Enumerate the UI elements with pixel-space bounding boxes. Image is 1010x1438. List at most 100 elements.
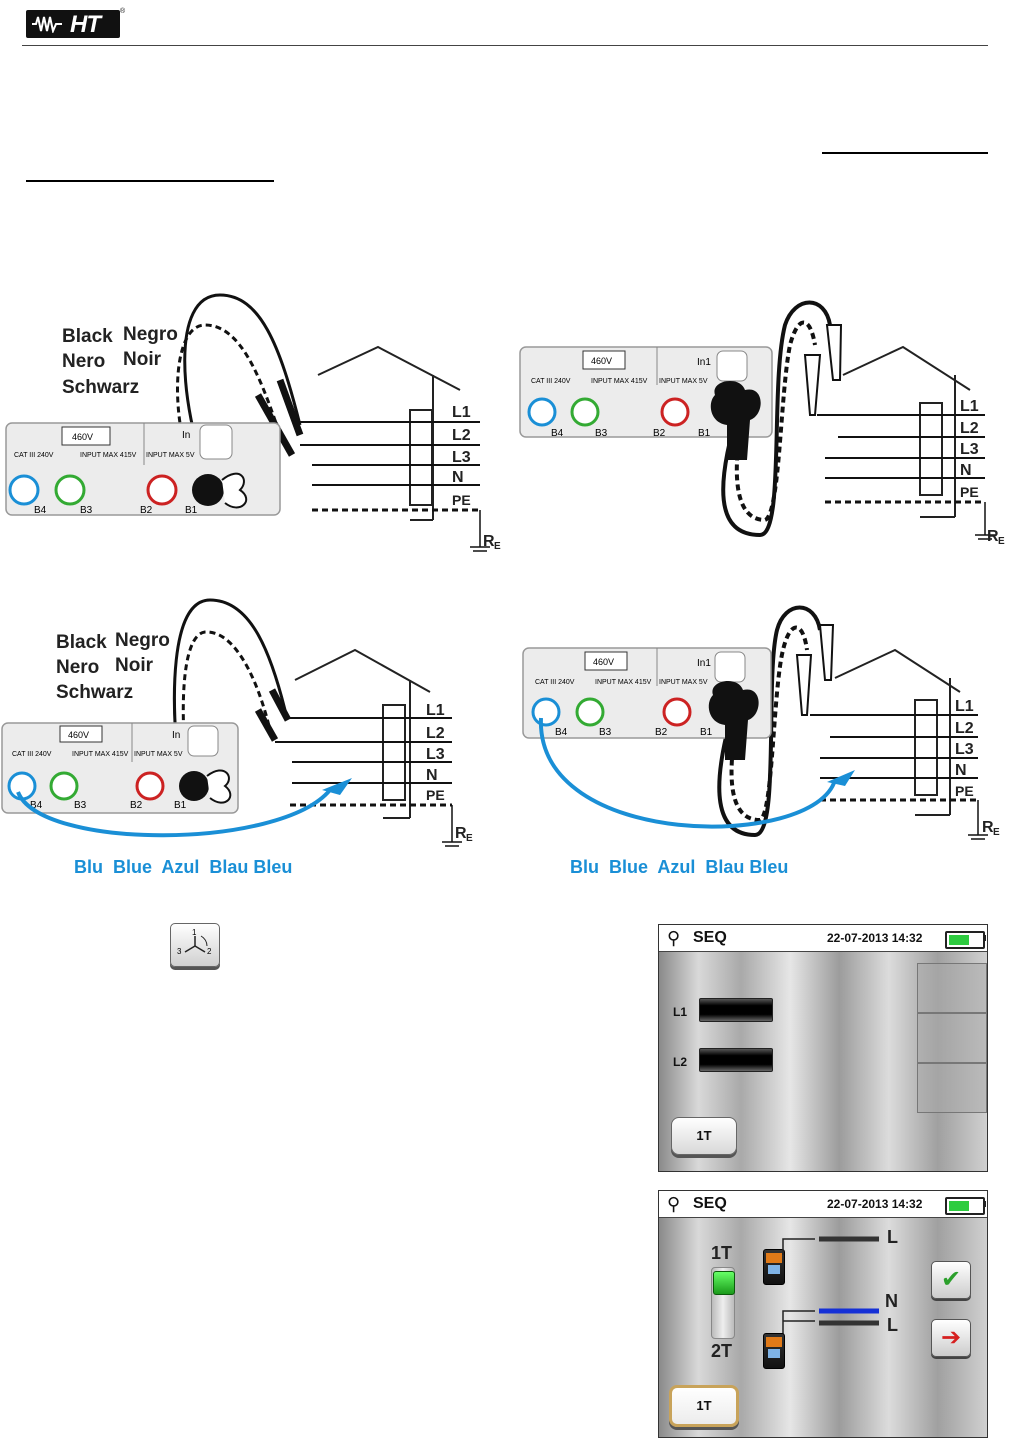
line-l1: L1 <box>452 404 471 421</box>
line-n: N <box>452 469 464 486</box>
l1-indicator <box>699 998 773 1022</box>
logo-text: HT <box>70 11 101 38</box>
datetime: 22-07-2013 14:32 <box>827 1197 923 1211</box>
line-l2: L2 <box>955 720 974 737</box>
panel-in: In1 <box>697 357 711 368</box>
blue-wire-label: Blu Blue Azul Blau Bleu <box>74 857 292 877</box>
seq-screen-1: ⚲ SEQ 22-07-2013 14:32 L1 L2 1T <box>658 924 988 1172</box>
svg-text:1: 1 <box>192 928 197 937</box>
line-n: N <box>960 462 972 479</box>
meter-icon-top <box>763 1249 785 1285</box>
terminal-b4: B4 <box>555 727 568 738</box>
terminal-b3: B3 <box>74 800 87 811</box>
line-l2: L2 <box>426 725 445 742</box>
line-l-top: L <box>887 1227 898 1247</box>
wire-label-black: Black <box>56 632 107 653</box>
line-pe: PE <box>426 787 445 803</box>
line-pe: PE <box>452 492 471 508</box>
l1-label: L1 <box>673 1005 688 1019</box>
exit-button[interactable]: ➔ <box>931 1319 971 1357</box>
screen-title: SEQ <box>693 1195 727 1212</box>
earth-e: E <box>998 536 1005 547</box>
diagram-top-right: L1 L2 L3 N PE R E 460V CAT III 240V INPU… <box>519 300 1005 547</box>
panel-rating: 460V <box>72 432 93 442</box>
wire-label-negro: Negro <box>123 324 178 345</box>
terminal-b3: B3 <box>80 505 93 516</box>
earth-e: E <box>494 541 501 552</box>
seq-tool-icon: ⚲ <box>667 1194 681 1214</box>
panel-in: In <box>182 430 190 441</box>
diagram-bottom-right: L1 L2 L3 N PE R E 460V CAT III 240V INPU… <box>522 605 1000 877</box>
wire-label-schwarz: Schwarz <box>56 682 133 703</box>
exit-icon: ➔ <box>940 1324 962 1351</box>
panel-rating: 460V <box>591 356 612 366</box>
panel-rating: 460V <box>68 730 89 740</box>
side-button-2[interactable] <box>917 1013 987 1063</box>
line-l1: L1 <box>426 702 445 719</box>
panel-spec: CAT III 240V <box>535 679 575 686</box>
phase-sequence-icon: 1 3 2 <box>170 923 220 967</box>
wire-label-nero: Nero <box>56 657 99 678</box>
status-bar: ⚲ SEQ 22-07-2013 14:32 <box>659 925 987 952</box>
line-l1: L1 <box>960 398 979 415</box>
text-underline-2 <box>26 180 274 182</box>
panel-in-spec: INPUT MAX 5V <box>659 679 708 686</box>
line-pe: PE <box>955 783 974 799</box>
terminal-b2: B2 <box>653 428 666 439</box>
battery-tip <box>983 1201 986 1207</box>
mode-2t-label: 2T <box>711 1341 733 1361</box>
panel-input: INPUT MAX 415V <box>595 679 652 686</box>
diagram-bottom-left: L1 L2 L3 N PE R E Black Negro Nero Noir … <box>1 598 473 877</box>
mode-1t-button[interactable]: 1T <box>671 1117 737 1155</box>
text-underline-1 <box>822 152 988 154</box>
battery-icon <box>945 931 985 949</box>
confirm-button[interactable]: ✔ <box>931 1261 971 1299</box>
mode-toggle[interactable] <box>711 1267 735 1339</box>
panel-input: INPUT MAX 415V <box>80 452 137 459</box>
wire-label-noir: Noir <box>123 349 162 370</box>
check-icon: ✔ <box>940 1266 962 1293</box>
terminal-b2: B2 <box>655 727 668 738</box>
terminal-b2: B2 <box>130 800 143 811</box>
panel-spec: CAT III 240V <box>12 751 52 758</box>
svg-text:3: 3 <box>177 947 182 956</box>
line-n: N <box>955 762 967 779</box>
panel-in: In <box>172 730 180 741</box>
line-l2: L2 <box>452 427 471 444</box>
panel-in-spec: INPUT MAX 5V <box>659 378 708 385</box>
terminal-b1: B1 <box>698 428 711 439</box>
line-n: N <box>885 1291 898 1311</box>
screen-title: SEQ <box>693 929 727 946</box>
mode-1t-button[interactable]: 1T <box>669 1385 739 1427</box>
side-button-1[interactable] <box>917 963 987 1013</box>
panel-spec: CAT III 240V <box>14 452 54 459</box>
blue-wire-label: Blu Blue Azul Blau Bleu <box>570 857 788 877</box>
terminal-b4: B4 <box>30 800 43 811</box>
wire-label-negro: Negro <box>115 630 170 651</box>
terminal-b4: B4 <box>551 428 564 439</box>
side-button-3[interactable] <box>917 1063 987 1113</box>
seq-screen-2: ⚲ SEQ 22-07-2013 14:32 1T 2T L N L ✔ ➔ 1… <box>658 1190 988 1438</box>
line-l3: L3 <box>960 441 979 458</box>
panel-in-spec: INPUT MAX 5V <box>146 452 195 459</box>
logo-wave-icon <box>32 16 62 33</box>
line-pe: PE <box>960 484 979 500</box>
earth-r: R <box>455 825 467 842</box>
wire-label-noir: Noir <box>115 655 154 676</box>
line-l-bottom: L <box>887 1315 898 1335</box>
panel-spec: CAT III 240V <box>531 378 571 385</box>
panel-in: In1 <box>697 658 711 669</box>
earth-r: R <box>982 819 994 836</box>
l2-label: L2 <box>673 1055 688 1069</box>
earth-r: R <box>483 533 495 550</box>
terminal-b2: B2 <box>140 505 153 516</box>
meter-icon-bottom <box>763 1333 785 1369</box>
status-bar: ⚲ SEQ 22-07-2013 14:32 <box>659 1191 987 1218</box>
terminal-b3: B3 <box>595 428 608 439</box>
earth-r: R <box>987 528 999 545</box>
line-l3: L3 <box>955 741 974 758</box>
terminal-b4: B4 <box>34 505 47 516</box>
line-n: N <box>426 767 438 784</box>
mode-1t-label: 1T <box>711 1243 733 1263</box>
seq-tool-icon: ⚲ <box>667 928 681 948</box>
